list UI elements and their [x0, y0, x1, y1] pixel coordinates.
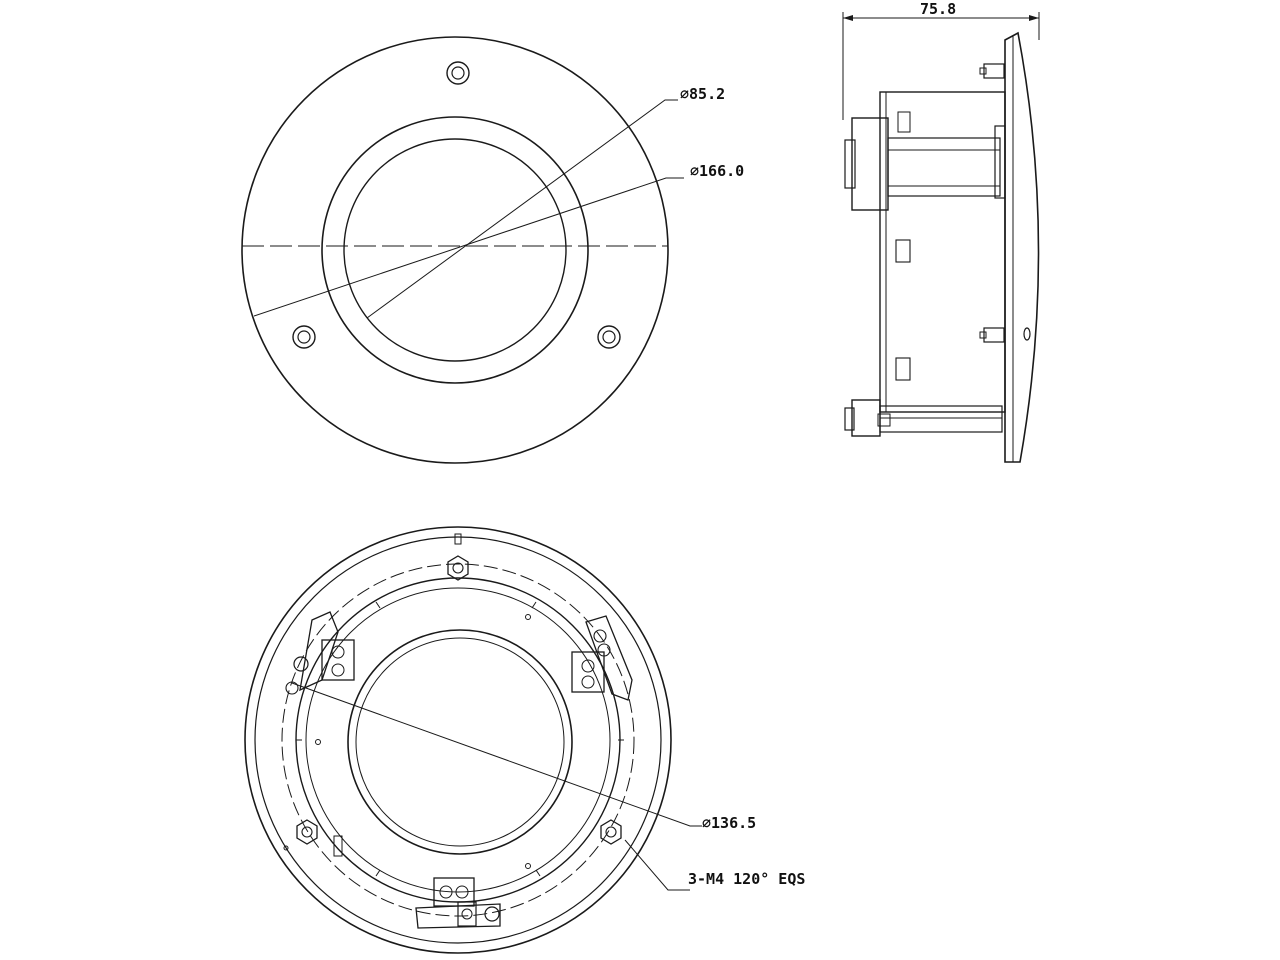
back-outer-rim: [244, 526, 672, 954]
back-screw-left: [296, 819, 318, 845]
front-screw-left: [292, 325, 316, 349]
inner-diameter-leader: [366, 99, 678, 319]
back-clip-bottom: [415, 877, 501, 929]
back-clip-right: [571, 615, 633, 701]
front-outer-rim: [241, 36, 669, 464]
side-screw-top: [983, 63, 1005, 79]
front-lens-ring-inner: [343, 138, 567, 362]
mount-ring-diameter-label: ∅136.5: [702, 814, 756, 832]
side-view: 75.8: [842, 0, 1040, 463]
back-lens-opening: [347, 629, 573, 855]
front-screw-right: [597, 325, 621, 349]
side-screw-bottom: [983, 327, 1005, 343]
outer-diameter-leader: [253, 177, 684, 317]
back-view: ∅136.5 3-M4 120° EQS: [244, 526, 805, 954]
side-dome-plate: [1004, 31, 1040, 463]
back-mount-ring-dashed: [281, 563, 635, 917]
outer-diameter-label: ∅166.0: [690, 162, 744, 180]
screw-note-leader: [624, 839, 690, 891]
screw-note-label: 3-M4 120° EQS: [688, 870, 805, 888]
front-lens-ring-outer: [321, 116, 589, 384]
inner-diameter-label: ∅85.2: [680, 85, 725, 103]
back-screw-top: [447, 555, 469, 581]
mount-ring-diameter-leader: [291, 682, 702, 827]
depth-dimension-label: 75.8: [920, 0, 956, 18]
front-view: ∅85.2 ∅166.0: [241, 36, 744, 464]
back-screw-right: [600, 819, 622, 845]
front-screw-top: [446, 61, 470, 85]
back-clip-left: [285, 611, 355, 695]
side-main-body: [879, 91, 1006, 413]
